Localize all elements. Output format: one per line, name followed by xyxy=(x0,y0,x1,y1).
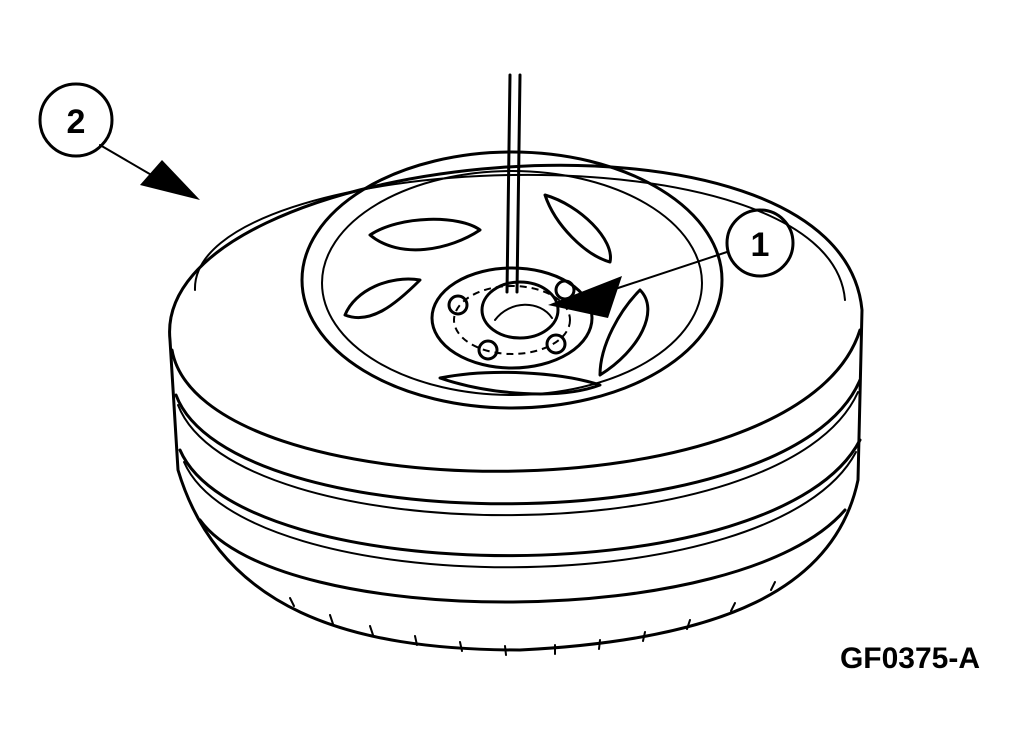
lug-hole xyxy=(477,339,499,361)
wheel-hub-outer xyxy=(430,266,594,370)
callout-1-leader xyxy=(611,251,728,291)
callout-2: 2 xyxy=(38,82,200,200)
tire-tread-notches xyxy=(289,581,776,656)
callout-1-arrowhead xyxy=(548,276,622,318)
spoke-opening xyxy=(543,193,612,264)
tire-tread-edge xyxy=(193,174,846,301)
wheel-rim-inner xyxy=(321,170,703,396)
tire-groove-1 xyxy=(174,378,862,506)
wheel-hub-center xyxy=(480,280,560,340)
lug-hole xyxy=(447,294,469,316)
spoke-opening xyxy=(438,370,602,396)
hub-bore xyxy=(494,303,553,321)
tire-groove-2b xyxy=(183,451,857,569)
hub-dashed-circle xyxy=(453,285,571,355)
tire-groove-1b xyxy=(177,391,859,517)
callout-1: 1 xyxy=(548,208,795,318)
callout-1-circle xyxy=(725,208,795,278)
tire-outer-outline xyxy=(168,163,864,652)
callout-2-circle xyxy=(38,82,114,158)
tire-groove-2 xyxy=(178,438,862,558)
spoke-opening xyxy=(343,277,422,320)
wheel xyxy=(300,150,724,410)
tire-sidewall-top xyxy=(170,328,862,473)
callout-1-label: 1 xyxy=(751,226,770,264)
figure-id: GF0375-A xyxy=(840,642,980,675)
callout-2-arrowhead xyxy=(140,160,200,200)
wheel-rim-outer xyxy=(300,150,724,410)
hoist-cable xyxy=(505,73,522,294)
callout-2-label: 2 xyxy=(67,103,86,141)
lug-hole xyxy=(545,333,567,355)
spoke-opening xyxy=(598,288,650,377)
tire-groove-3 xyxy=(198,508,847,604)
spoke-opening xyxy=(368,217,482,252)
tire xyxy=(168,163,864,656)
